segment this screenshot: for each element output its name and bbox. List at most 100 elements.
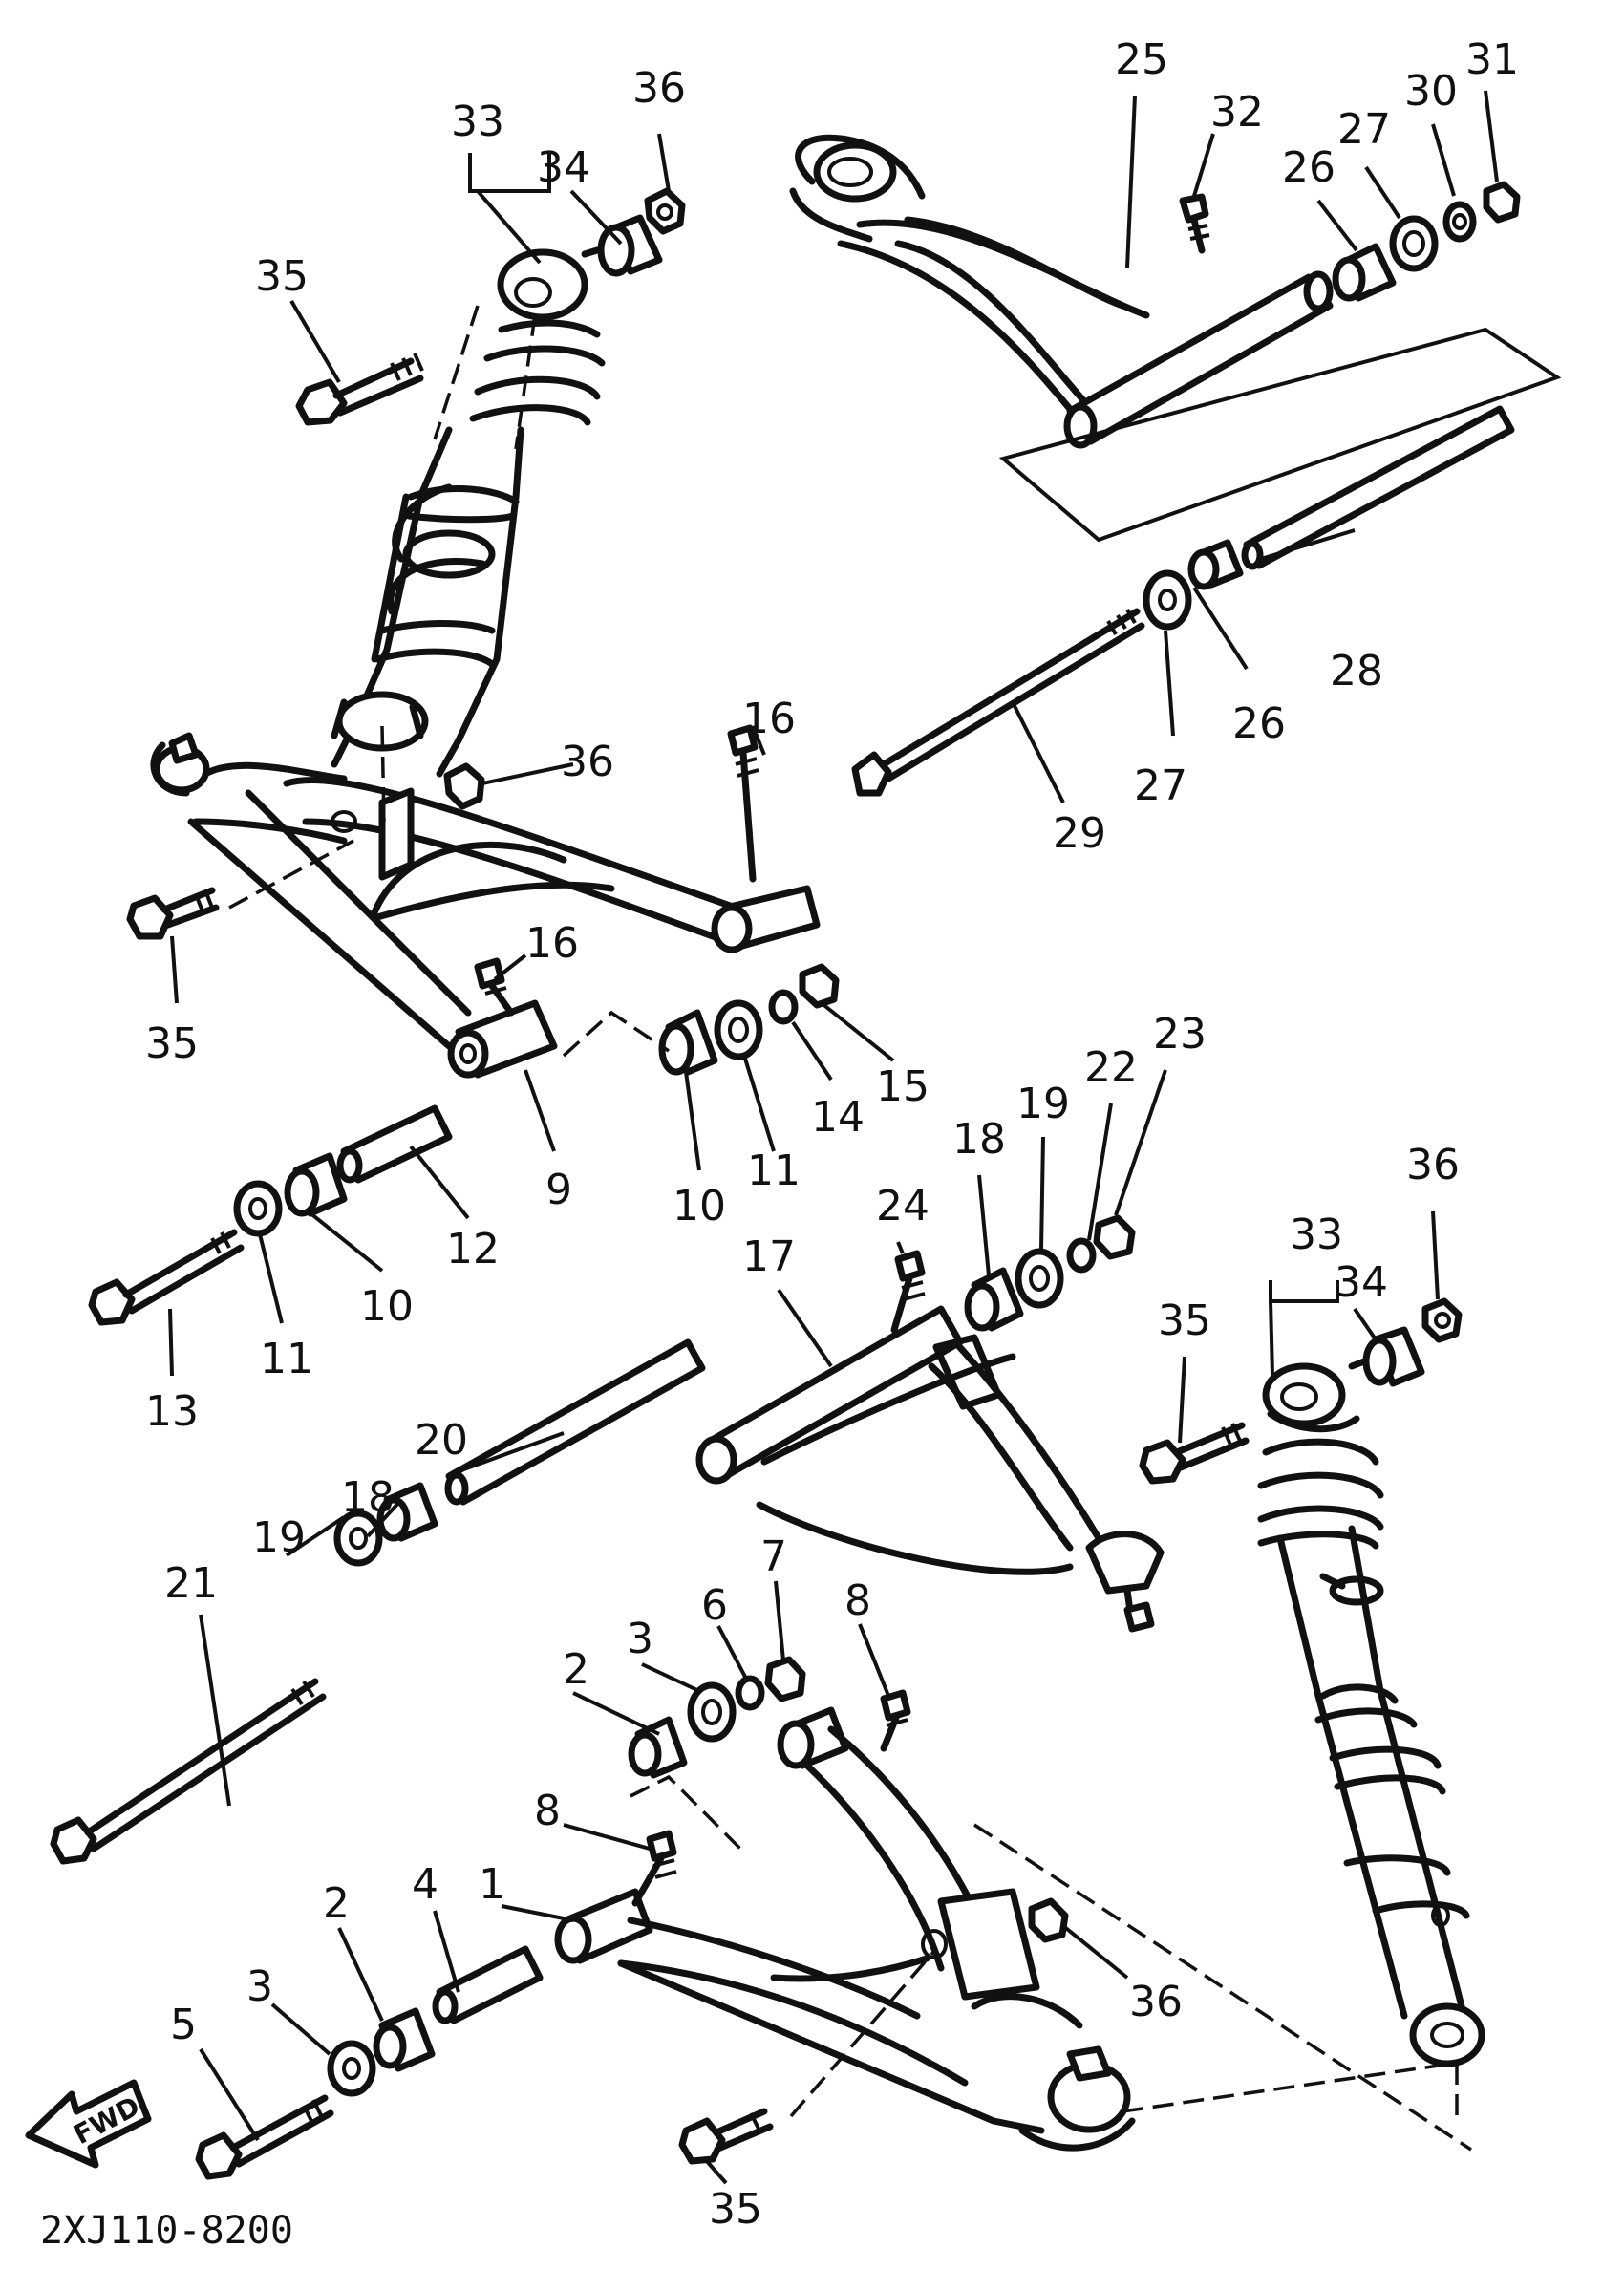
callout-36: 36: [561, 738, 614, 786]
callout-4: 4: [412, 1860, 438, 1909]
collar-4: [432, 1945, 544, 2024]
callout-18: 18: [341, 1473, 395, 1522]
shock-absorber-upper: [331, 248, 606, 778]
callout-30: 30: [1404, 67, 1458, 116]
front-lower-arm-bolt-35: [678, 2108, 774, 2165]
upper-arm-seal-27b: [1143, 569, 1192, 631]
callout-20: 20: [415, 1416, 468, 1465]
callout-16: 16: [742, 695, 796, 743]
callout-6: 6: [701, 1581, 728, 1630]
callout-2: 2: [563, 1645, 589, 1694]
shock-upper-nut-36: [644, 187, 686, 235]
shock-lower-bolt-35: [1139, 1422, 1250, 1485]
callout-16: 16: [525, 919, 579, 968]
callout-28: 28: [1330, 647, 1383, 696]
upper-arm-bolt-29: [851, 608, 1145, 797]
upper-arm-nut-31: [1483, 181, 1521, 224]
callout-10: 10: [360, 1282, 414, 1331]
callout-34: 34: [1335, 1258, 1388, 1307]
shock-absorber-lower: [1257, 1362, 1485, 2067]
shock-lower-bushing-34: [1348, 1326, 1425, 1387]
bolt-5: [195, 2094, 334, 2180]
upper-arm-collar-26b: [1187, 539, 1244, 590]
callout-18: 18: [952, 1115, 1006, 1164]
callout-1: 1: [479, 1860, 505, 1909]
nut-15: [799, 963, 840, 1009]
front-lower-arm-1: [554, 1706, 1136, 2152]
callout-27: 27: [1134, 761, 1187, 810]
callout-14: 14: [811, 1093, 865, 1142]
callout-3: 3: [246, 1962, 273, 2011]
seal-11b: [233, 1180, 283, 1237]
upper-arm-25: [789, 134, 1334, 449]
callout-leaders: [168, 90, 1499, 2185]
seal-11a: [714, 999, 763, 1060]
shock-lower-nut-36: [1421, 1297, 1463, 1343]
shock-upper-bolt-35: [295, 353, 424, 426]
callout-11: 11: [747, 1146, 801, 1195]
callout-9: 9: [545, 1166, 572, 1214]
callout-29: 29: [1053, 809, 1106, 858]
bushing-18a: [964, 1267, 1024, 1332]
seal-19b: [333, 1510, 383, 1567]
callout-21: 21: [164, 1559, 218, 1608]
callout-8: 8: [534, 1787, 561, 1835]
callout-25: 25: [1115, 35, 1168, 84]
seal-19a: [1015, 1248, 1064, 1309]
callout-34: 34: [537, 143, 590, 192]
callout-26: 26: [1232, 699, 1286, 748]
callout-10: 10: [673, 1182, 726, 1231]
grease-nipple-8a: [880, 1689, 911, 1752]
callout-26: 26: [1282, 143, 1336, 192]
rear-lower-arm-nut-36: [443, 762, 485, 810]
upper-arm-collar-26: [1332, 243, 1397, 302]
callout-35: 35: [145, 1019, 199, 1068]
callout-15: 15: [876, 1062, 930, 1111]
nut-7: [764, 1656, 806, 1702]
callout-35: 35: [1158, 1296, 1211, 1345]
callout-33: 33: [451, 97, 504, 146]
callout-31: 31: [1465, 35, 1519, 84]
bolt-21: [50, 1678, 327, 1865]
bushing-10b: [284, 1152, 348, 1217]
callout-35: 35: [255, 252, 309, 301]
shock-upper-bushing-34: [581, 214, 663, 277]
collar-12: [336, 1104, 453, 1184]
callout-19: 19: [252, 1513, 306, 1562]
bushing-18b: [376, 1482, 438, 1542]
rear-lower-arm-9: [150, 732, 821, 1079]
callout-7: 7: [760, 1532, 787, 1581]
grease-nipple-16a: [727, 724, 759, 883]
callout-19: 19: [1016, 1080, 1070, 1128]
nut-23: [1093, 1214, 1136, 1260]
washer-22: [1066, 1237, 1097, 1274]
washer-14: [768, 989, 799, 1025]
callout-36: 36: [1129, 1978, 1183, 2026]
callout-32: 32: [1210, 88, 1264, 137]
callout-11: 11: [260, 1335, 313, 1383]
front-upper-arm-17: [695, 1305, 1165, 1633]
callout-24: 24: [876, 1182, 930, 1231]
callout-12: 12: [446, 1225, 500, 1274]
callout-22: 22: [1084, 1043, 1138, 1092]
callout-36: 36: [632, 64, 686, 113]
callout-2: 2: [323, 1879, 350, 1928]
callout-5: 5: [170, 2001, 197, 2049]
callout-36: 36: [1406, 1141, 1460, 1189]
callout-33: 33: [1290, 1210, 1343, 1259]
bolt-13: [88, 1229, 245, 1326]
callout-3: 3: [627, 1615, 653, 1663]
callout-27: 27: [1337, 105, 1391, 154]
front-lower-arm-nut-36: [1028, 1897, 1069, 1943]
callout-35: 35: [709, 2185, 762, 2234]
upper-arm-seal-27: [1389, 215, 1439, 272]
bushing-2b: [373, 2007, 436, 2072]
callout-labels: 1 2 2 3 3 4 5 6 7 8 8 9 10 10 11 11 12 1…: [145, 35, 1519, 2234]
seal-3b: [327, 2040, 376, 2097]
grease-nipple-8b: [631, 1830, 677, 1907]
rear-lower-arm-bolt-35: [126, 887, 220, 940]
seal-3a: [687, 1681, 737, 1743]
upper-arm-washer-30: [1442, 201, 1477, 243]
grease-nipple-32: [1179, 193, 1210, 254]
